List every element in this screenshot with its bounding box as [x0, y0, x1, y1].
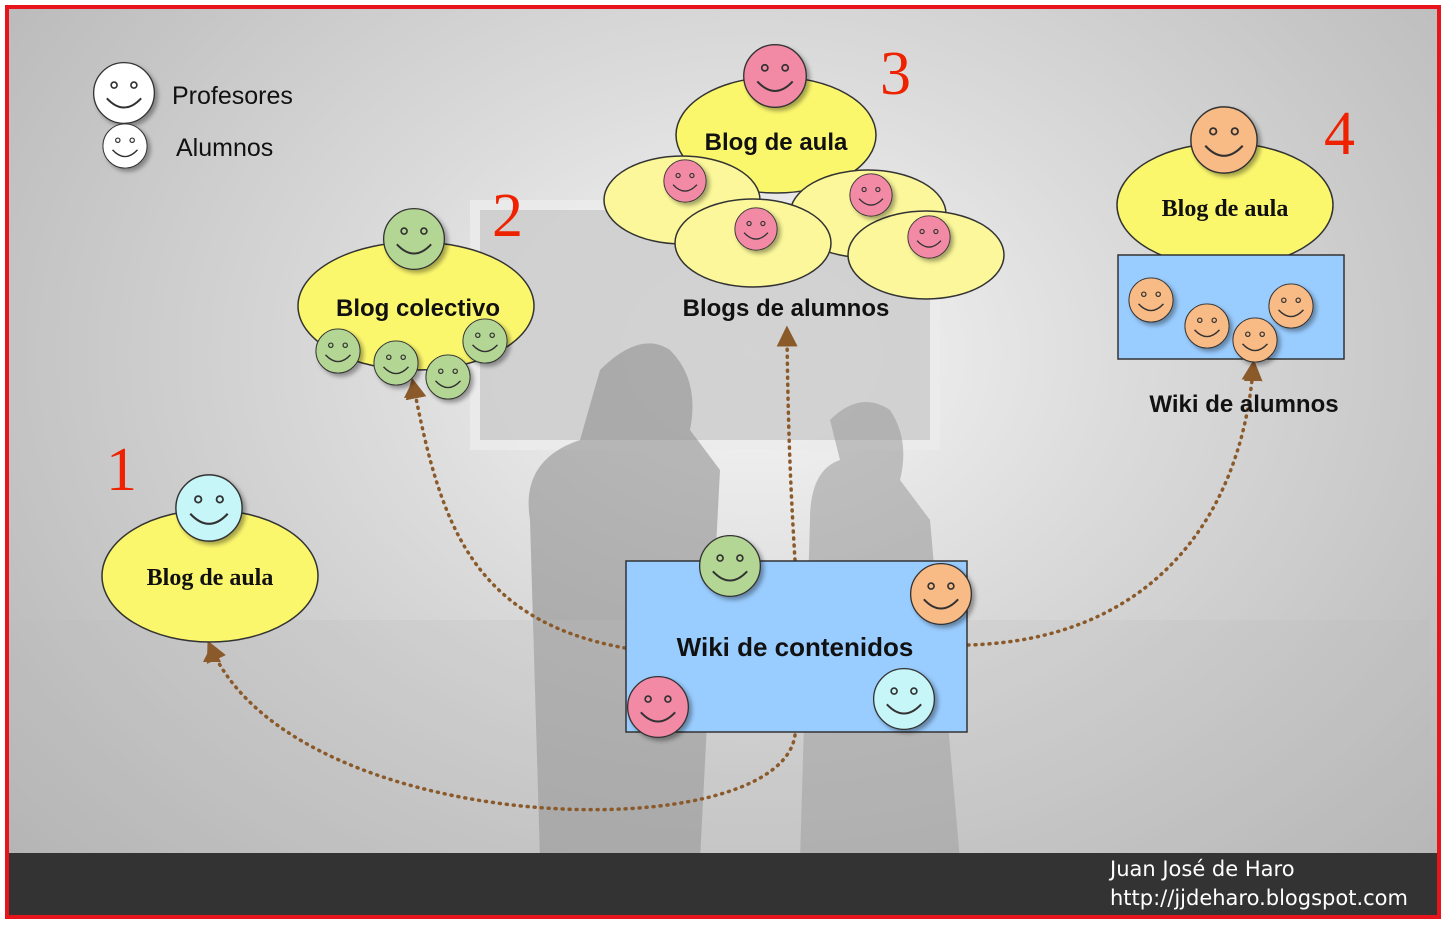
- footer-bar: Juan José de Haro http://jjdeharo.blogsp…: [5, 853, 1441, 919]
- student-legend-icon: [102, 123, 148, 169]
- teacher-face-cyan-icon: [872, 667, 936, 731]
- student-face-icon: [663, 159, 707, 203]
- model-3: 3 Blog de aula Blogs de alumnos: [603, 40, 1005, 322]
- student-face-icon: [1184, 303, 1230, 349]
- teacher-legend-icon: [92, 61, 156, 125]
- teacher-face-orange-icon: [909, 562, 973, 626]
- arrowheads: [203, 328, 1262, 662]
- model-4-title: Blog de aula: [1162, 196, 1289, 222]
- student-face-icon: [849, 173, 893, 217]
- student-face-icon: [1128, 277, 1174, 323]
- student-face-icon: [373, 340, 419, 386]
- arrow-to-model-3: [776, 325, 798, 562]
- model-3-title: Blog de aula: [705, 129, 848, 156]
- student-face-icon: [1268, 283, 1314, 329]
- student-face-icon: [425, 354, 471, 400]
- arrow-to-model-4: [966, 359, 1263, 647]
- teacher-face-icon: [382, 207, 446, 271]
- footer-url[interactable]: http://jjdeharo.blogspot.com: [1110, 886, 1408, 910]
- student-face-icon: [907, 215, 951, 259]
- model-4-subtitle: Wiki de alumnos: [1149, 391, 1338, 418]
- model-1-title: Blog de aula: [147, 565, 274, 591]
- model-2: 2 Blog colectivo: [297, 182, 535, 400]
- student-face-icon: [734, 207, 778, 251]
- model-2-title: Blog colectivo: [336, 295, 500, 322]
- arrow-to-model-2: [405, 377, 627, 650]
- arrow-to-model-1: [206, 640, 797, 812]
- legend-teachers-label: Profesores: [172, 82, 293, 110]
- teacher-face-pink-icon: [626, 675, 690, 739]
- model-4: 4 Blog de aula Wiki de alumnos: [1116, 100, 1355, 418]
- central-wiki: Wiki de contenidos: [625, 534, 973, 739]
- model-1: 1 Blog de aula: [101, 436, 319, 643]
- model-1-number: 1: [106, 436, 137, 504]
- legend: Profesores Alumnos: [92, 61, 293, 169]
- teacher-face-icon: [1189, 105, 1259, 175]
- model-3-number: 3: [880, 40, 911, 108]
- teacher-face-icon: [742, 43, 808, 109]
- teacher-face-icon: [174, 473, 244, 543]
- central-wiki-title: Wiki de contenidos: [677, 632, 914, 662]
- teacher-face-green-icon: [698, 534, 762, 598]
- model-2-number: 2: [492, 182, 523, 250]
- model-4-number: 4: [1324, 100, 1355, 168]
- student-face-icon: [1232, 317, 1278, 363]
- student-face-icon: [462, 318, 508, 364]
- footer-author: Juan José de Haro: [1110, 857, 1295, 881]
- legend-students-label: Alumnos: [176, 134, 273, 162]
- student-face-icon: [315, 328, 361, 374]
- model-3-subtitle: Blogs de alumnos: [683, 295, 890, 322]
- connector-arrows: [206, 325, 1263, 812]
